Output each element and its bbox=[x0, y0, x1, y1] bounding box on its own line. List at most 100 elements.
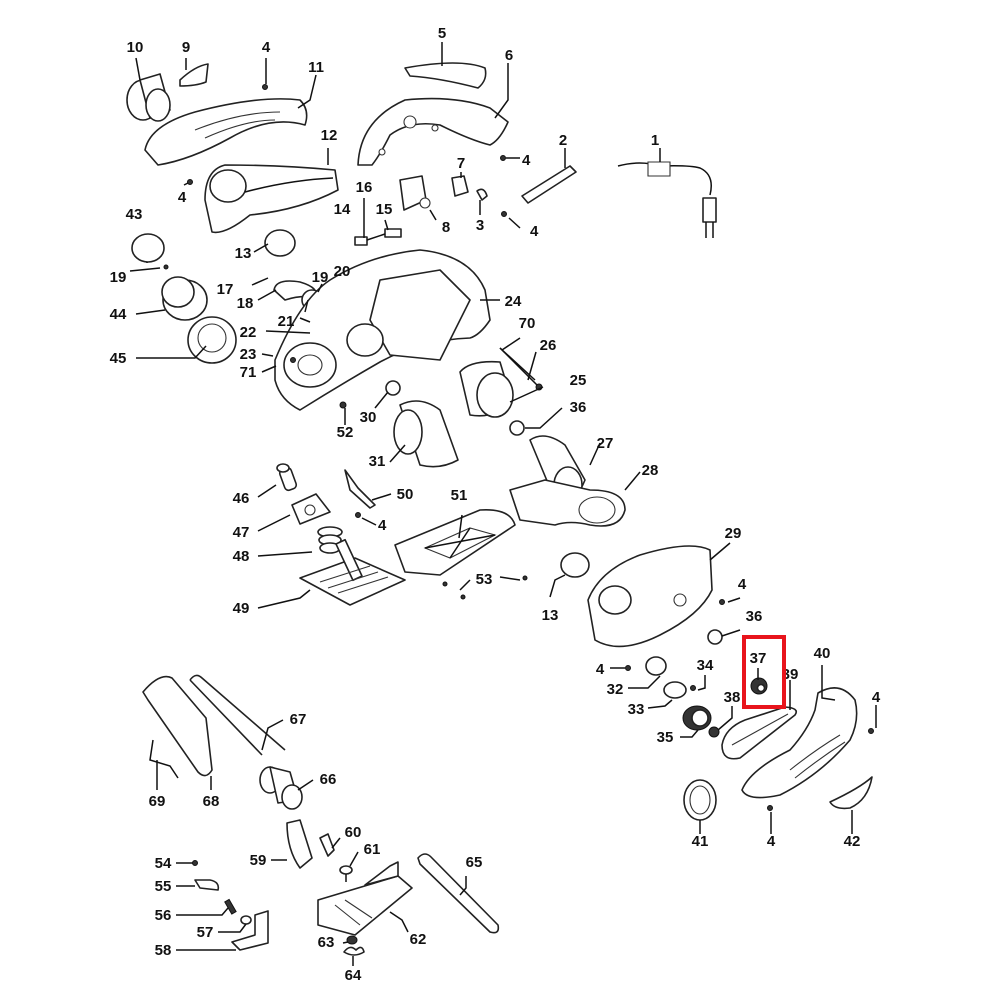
part-42-deflector[interactable] bbox=[829, 776, 873, 810]
part-44-depth-knob[interactable] bbox=[161, 276, 208, 321]
part-60-clip[interactable] bbox=[319, 833, 335, 857]
callout-34: 34 bbox=[697, 657, 714, 674]
part-2-cable-sleeve[interactable] bbox=[521, 165, 577, 204]
callout-69: 69 bbox=[149, 793, 166, 810]
callout-25: 25 bbox=[570, 372, 587, 389]
callout-20: 20 bbox=[334, 263, 351, 280]
part-15-16-carbon-brush[interactable] bbox=[354, 228, 402, 246]
part-62-parallel-fence[interactable] bbox=[317, 861, 413, 936]
part-61-screw[interactable] bbox=[339, 865, 353, 882]
part-47-flange[interactable] bbox=[291, 493, 331, 525]
part-10-dust-port[interactable] bbox=[126, 73, 171, 122]
callout-2: 2 bbox=[559, 132, 567, 149]
callout-35: 35 bbox=[657, 729, 674, 746]
callout-42: 42 bbox=[844, 833, 861, 850]
part-30-washer[interactable] bbox=[385, 380, 401, 396]
part-33-retainer[interactable] bbox=[663, 681, 687, 699]
callout-64: 64 bbox=[345, 967, 362, 984]
part-1-power-cord[interactable] bbox=[617, 161, 717, 238]
callout-58: 58 bbox=[155, 942, 172, 959]
callout-8: 8 bbox=[442, 219, 450, 236]
callout-49: 49 bbox=[233, 600, 250, 617]
callout-5: 5 bbox=[438, 25, 446, 42]
callout-31: 31 bbox=[369, 453, 386, 470]
part-13-ring[interactable] bbox=[264, 229, 296, 257]
part-59-bracket[interactable] bbox=[286, 819, 313, 869]
callout-15: 15 bbox=[376, 201, 393, 218]
part-28-blade-plate[interactable] bbox=[509, 479, 626, 527]
callout-47: 47 bbox=[233, 524, 250, 541]
part-56-bolt[interactable] bbox=[224, 898, 237, 915]
part-39-drive-belt[interactable] bbox=[721, 706, 798, 760]
part-45-scale-ring[interactable] bbox=[187, 316, 237, 364]
part-9-deflector[interactable] bbox=[179, 63, 209, 87]
callout-19: 19 bbox=[110, 269, 127, 286]
callout-4: 4 bbox=[378, 517, 387, 534]
callout-4: 4 bbox=[767, 833, 776, 850]
callout-53: 53 bbox=[476, 571, 493, 588]
callout-52: 52 bbox=[337, 424, 354, 441]
part-55-clamp-lever[interactable] bbox=[194, 879, 220, 891]
callout-45: 45 bbox=[110, 350, 127, 367]
callout-51: 51 bbox=[451, 487, 468, 504]
part-8-switch[interactable] bbox=[399, 175, 431, 211]
part-50-blade[interactable] bbox=[344, 469, 376, 509]
part-5-grip[interactable] bbox=[404, 62, 487, 89]
part-69-wire[interactable] bbox=[149, 739, 179, 779]
part-51-base-plate[interactable] bbox=[394, 508, 516, 576]
callout-44: 44 bbox=[110, 306, 127, 323]
callout-33: 33 bbox=[628, 701, 645, 718]
callout-57: 57 bbox=[197, 924, 214, 941]
callout-61: 61 bbox=[364, 841, 381, 858]
part-58-depth-stop[interactable] bbox=[231, 910, 269, 951]
part-65-wrench[interactable] bbox=[417, 853, 500, 934]
callout-13: 13 bbox=[542, 607, 559, 624]
part-63-nut[interactable] bbox=[346, 935, 358, 945]
part-36-washer-lower[interactable] bbox=[707, 629, 723, 645]
callout-40: 40 bbox=[814, 645, 831, 662]
part-37-nut-washer[interactable] bbox=[750, 677, 768, 695]
part-46-adjust-screw[interactable] bbox=[276, 463, 298, 492]
callout-36: 36 bbox=[570, 399, 587, 416]
callout-62: 62 bbox=[410, 931, 427, 948]
callout-9: 9 bbox=[182, 39, 190, 56]
part-7-capacitor[interactable] bbox=[451, 175, 469, 197]
part-48-spring[interactable] bbox=[317, 526, 343, 554]
highlight-box-part-37 bbox=[742, 635, 786, 709]
part-66-dust-adapter[interactable] bbox=[259, 766, 303, 810]
part-24-main-housing[interactable] bbox=[274, 249, 491, 411]
callout-22: 22 bbox=[240, 324, 257, 341]
callout-50: 50 bbox=[397, 486, 414, 503]
callout-30: 30 bbox=[360, 409, 377, 426]
callout-28: 28 bbox=[642, 462, 659, 479]
part-11-side-cover[interactable] bbox=[144, 98, 308, 166]
callout-4: 4 bbox=[530, 223, 539, 240]
callout-13: 13 bbox=[235, 245, 252, 262]
part-31-armature[interactable] bbox=[393, 400, 459, 468]
callout-70: 70 bbox=[519, 315, 536, 332]
part-6-handle[interactable] bbox=[357, 97, 509, 166]
part-13-ring-bottom[interactable] bbox=[560, 552, 590, 578]
part-35-drive-pulley[interactable] bbox=[682, 705, 712, 731]
part-68-chip-guide[interactable] bbox=[142, 675, 213, 777]
part-40-outer-cover[interactable] bbox=[741, 687, 858, 799]
part-64-wing-nut[interactable] bbox=[343, 946, 365, 956]
part-57-spacer[interactable] bbox=[240, 915, 252, 925]
callout-24: 24 bbox=[505, 293, 522, 310]
part-12-inner-cover[interactable] bbox=[204, 164, 339, 234]
parts bbox=[126, 62, 874, 956]
part-29-belt-cover[interactable] bbox=[587, 545, 713, 648]
part-49-front-shoe[interactable] bbox=[299, 538, 406, 606]
part-25-stator[interactable] bbox=[459, 360, 514, 418]
part-43-cap[interactable] bbox=[131, 233, 165, 263]
part-67-strap[interactable] bbox=[189, 674, 286, 756]
part-54-screw[interactable] bbox=[192, 860, 198, 866]
callout-48: 48 bbox=[233, 548, 250, 565]
callout-23: 23 bbox=[240, 346, 257, 363]
part-41-dust-outlet[interactable] bbox=[683, 779, 717, 821]
part-3-cable-clamp[interactable] bbox=[476, 188, 488, 201]
part-32-pulley[interactable] bbox=[645, 656, 667, 676]
part-36-washer[interactable] bbox=[509, 420, 525, 436]
part-38-nut[interactable] bbox=[708, 726, 720, 738]
